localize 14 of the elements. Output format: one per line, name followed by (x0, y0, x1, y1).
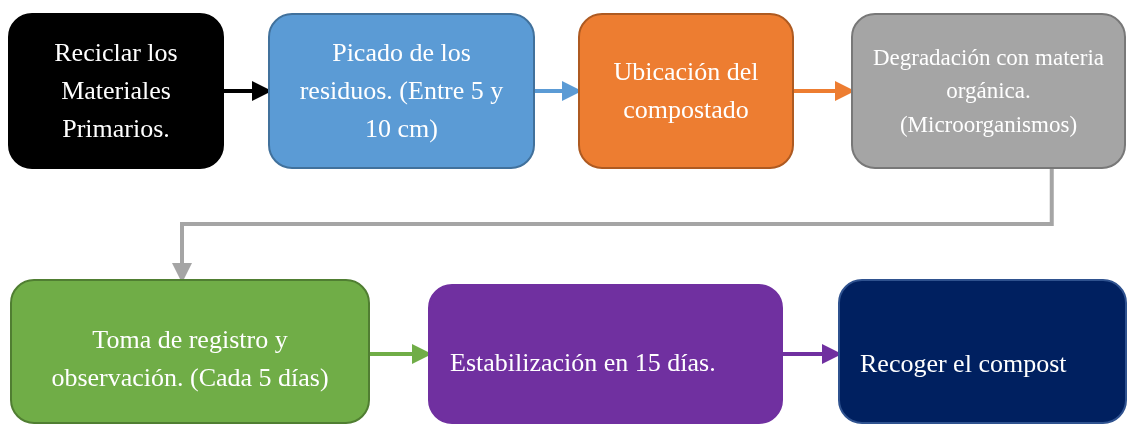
process-box (8, 13, 224, 169)
process-box (10, 279, 370, 424)
step-text: Estabilización en 15 días. (450, 347, 716, 380)
step-text: Degradación con materia orgánica. (Microorganismos) (871, 44, 1106, 139)
process-box (851, 13, 1126, 169)
process-box (428, 284, 783, 424)
step-text: Recoger el compost (860, 347, 1067, 380)
step-text: Picado de los residuos. (Entre 5 y 10 cm) (298, 37, 505, 145)
process-box (578, 13, 794, 169)
step-text: Ubicación del compostado (612, 56, 760, 126)
step-text: Reciclar los Materiales Primarios. (53, 37, 179, 145)
process-box (268, 13, 535, 169)
process-box (838, 279, 1127, 424)
step-text: Toma de registro y observación. (Cada 5 días) (50, 323, 330, 394)
